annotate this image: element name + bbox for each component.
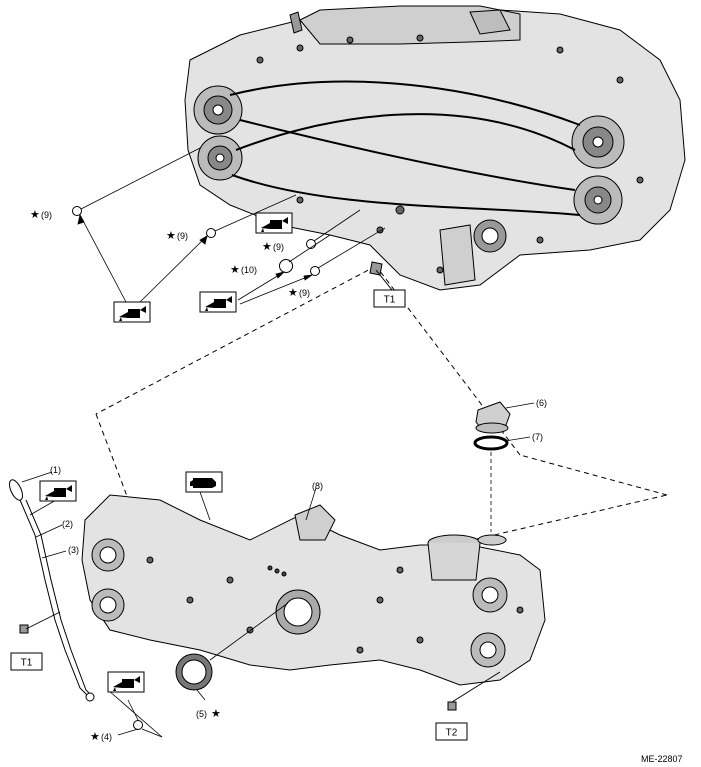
torque-box-t1-lower: T1	[10, 652, 43, 671]
oil-can-icon-gauge	[39, 480, 77, 502]
callout-10: (10)	[241, 265, 257, 275]
sealant-tube-icon	[185, 471, 223, 493]
star-marker: ★	[230, 263, 240, 276]
star-marker: ★	[166, 229, 176, 242]
cam-sprocket-left	[193, 85, 243, 135]
callout-9: (9)	[41, 210, 52, 220]
timing-chains	[229, 80, 581, 216]
callout-8: (8)	[312, 481, 323, 491]
callout-9: (9)	[273, 242, 284, 252]
star-marker: ★	[211, 707, 221, 720]
torque-box-t2: T2	[435, 722, 468, 741]
oil-filler-neck	[427, 534, 507, 581]
callout-7: (7)	[532, 432, 543, 442]
cam-sprocket-right	[571, 115, 625, 169]
leader-lines	[21, 147, 535, 738]
oil-can-icon-right	[255, 212, 293, 234]
oil-seal	[175, 653, 213, 691]
o-ring-parts	[72, 206, 320, 730]
timing-chain-cover	[81, 494, 546, 686]
callout-4: (4)	[101, 732, 112, 742]
bolt-t2	[447, 671, 501, 711]
torque-label-t2: T2	[446, 728, 458, 739]
crank-bore	[275, 589, 321, 635]
cam-bore-right-lower	[470, 632, 506, 668]
callout-9: (9)	[299, 288, 310, 298]
oil-can-icon-bottom	[107, 671, 145, 693]
star-marker: ★	[262, 240, 272, 253]
o-ring	[473, 435, 509, 451]
cam-bore-left-lower	[91, 588, 125, 622]
callout-3: (3)	[68, 545, 79, 555]
figure-id: ME-22807	[641, 754, 683, 764]
callout-9: (9)	[177, 231, 188, 241]
bolt-t1-upper	[369, 261, 393, 291]
callout-2: (2)	[62, 519, 73, 529]
callout-6: (6)	[536, 398, 547, 408]
oil-can-icon-top	[113, 301, 151, 323]
callout-1: (1)	[50, 465, 61, 475]
star-marker: ★	[288, 286, 298, 299]
star-marker: ★	[30, 208, 40, 221]
oil-can-icon-mid	[199, 291, 237, 313]
torque-label-t1-upper: T1	[384, 295, 396, 306]
cam-bore-left-upper	[91, 538, 125, 572]
oil-filler-cap	[475, 401, 511, 434]
crank-pulley-seat	[473, 219, 507, 253]
small-bolts-cluster	[267, 565, 287, 577]
engine-block-assembly	[184, 5, 686, 291]
bolt-t1-lower	[19, 624, 29, 634]
callout-5: (5)	[196, 709, 207, 719]
torque-label-t1-lower: T1	[21, 658, 33, 669]
crank-sprocket-left	[197, 135, 243, 181]
crank-sprocket-right	[573, 175, 623, 225]
cam-bore-right-upper	[472, 577, 508, 613]
star-marker: ★	[90, 730, 100, 743]
torque-box-t1-upper: T1	[373, 289, 406, 308]
